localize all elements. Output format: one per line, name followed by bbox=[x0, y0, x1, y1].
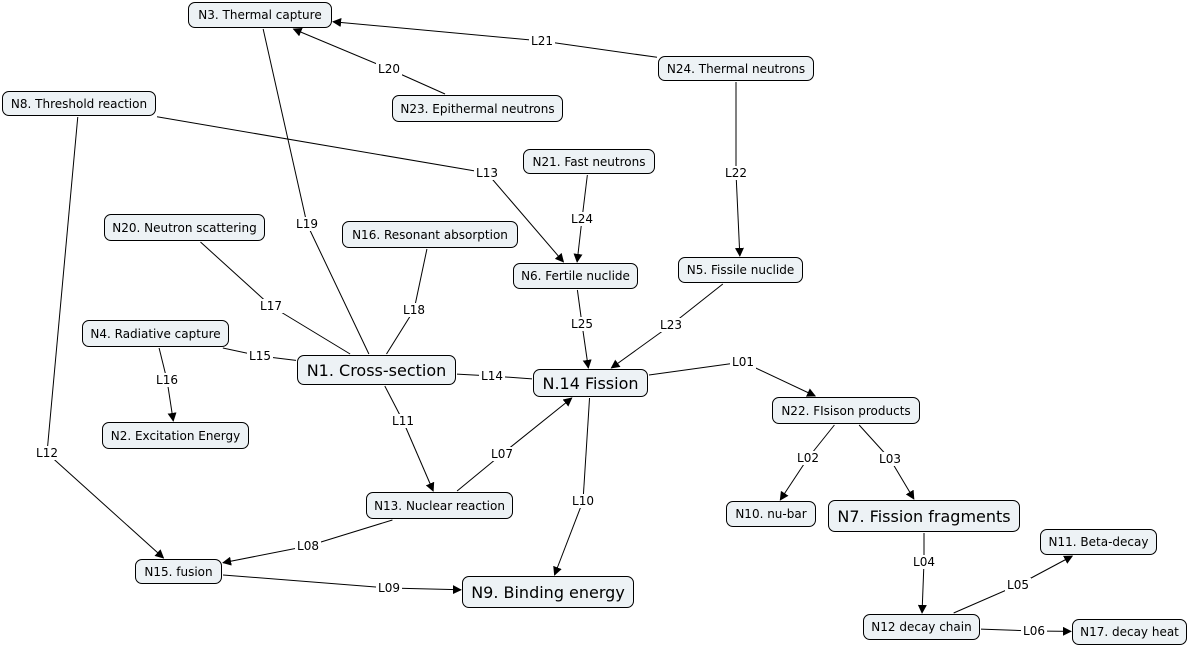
node-n11[interactable]: N11. Beta-decay bbox=[1040, 529, 1157, 555]
node-n23[interactable]: N23. Epithermal neutrons bbox=[392, 95, 563, 122]
node-n3[interactable]: N3. Thermal capture bbox=[188, 2, 332, 28]
node-n17[interactable]: N17. decay heat bbox=[1072, 619, 1187, 645]
link-label-l22[interactable]: L22 bbox=[723, 166, 749, 180]
link-label-l14[interactable]: L14 bbox=[479, 369, 505, 383]
link-l17-tail bbox=[200, 241, 272, 307]
link-label-l01[interactable]: L01 bbox=[730, 355, 756, 369]
node-n22[interactable]: N22. FIsison products bbox=[772, 397, 920, 424]
link-l07-head-arrow bbox=[501, 397, 573, 455]
link-l18-head bbox=[386, 309, 415, 355]
node-n10[interactable]: N10. nu-bar bbox=[726, 501, 816, 527]
node-n20[interactable]: N20. Neutron scattering bbox=[104, 214, 265, 241]
link-label-l23[interactable]: L23 bbox=[658, 318, 684, 332]
link-l21-head-arrow bbox=[332, 17, 543, 42]
link-label-l08[interactable]: L08 bbox=[295, 539, 321, 553]
link-l12-head-arrow bbox=[46, 452, 165, 559]
link-l13-head-arrow bbox=[486, 172, 565, 263]
link-label-l09[interactable]: L09 bbox=[376, 581, 402, 595]
link-label-l12[interactable]: L12 bbox=[34, 446, 60, 460]
link-l02-head-arrow bbox=[779, 457, 809, 501]
node-n9[interactable]: N9. Binding energy bbox=[462, 576, 634, 608]
link-l22-head-arrow bbox=[734, 172, 744, 257]
link-label-l05[interactable]: L05 bbox=[1005, 578, 1031, 592]
link-label-l10[interactable]: L10 bbox=[570, 494, 596, 508]
link-label-l24[interactable]: L24 bbox=[569, 212, 595, 226]
node-n1[interactable]: N1. Cross-section bbox=[297, 355, 456, 385]
link-l08-head-arrow bbox=[222, 545, 309, 566]
node-n13[interactable]: N13. Nuclear reaction bbox=[366, 492, 513, 519]
link-label-l20[interactable]: L20 bbox=[376, 62, 402, 76]
node-n16[interactable]: N16. Resonant absorption bbox=[342, 221, 518, 248]
node-n8[interactable]: N8. Threshold reaction bbox=[2, 91, 156, 116]
link-label-l11[interactable]: L11 bbox=[390, 414, 416, 428]
link-label-l03[interactable]: L03 bbox=[877, 452, 903, 466]
node-n4[interactable]: N4. Radiative capture bbox=[82, 320, 229, 347]
node-n15[interactable]: N15. fusion bbox=[135, 559, 222, 584]
link-label-l06[interactable]: L06 bbox=[1021, 624, 1047, 638]
link-l09-tail bbox=[222, 574, 390, 589]
link-label-l25[interactable]: L25 bbox=[569, 317, 595, 331]
node-n24[interactable]: N24. Thermal neutrons bbox=[658, 56, 814, 81]
link-l19-tail bbox=[262, 28, 308, 225]
link-l21-tail bbox=[541, 40, 658, 58]
link-l24-tail bbox=[581, 174, 588, 220]
node-n21[interactable]: N21. Fast neutrons bbox=[523, 149, 655, 174]
link-l19-head bbox=[306, 223, 370, 355]
link-l01-tail bbox=[648, 361, 744, 376]
link-label-l02[interactable]: L02 bbox=[795, 451, 821, 465]
link-l13-tail bbox=[156, 116, 488, 174]
node-n5[interactable]: N5. Fissile nuclide bbox=[678, 257, 803, 283]
link-l20-head-arrow bbox=[292, 27, 390, 70]
link-label-l13[interactable]: L13 bbox=[474, 166, 500, 180]
link-l17-head bbox=[270, 305, 351, 355]
node-n12[interactable]: N12 decay chain bbox=[863, 614, 980, 640]
link-l08-tail bbox=[307, 519, 393, 547]
node-n7[interactable]: N7. Fission fragments bbox=[828, 500, 1020, 532]
link-l24-head-arrow bbox=[573, 218, 583, 263]
link-l23-head-arrow bbox=[610, 324, 672, 369]
link-label-l21[interactable]: L21 bbox=[529, 34, 555, 48]
link-label-l07[interactable]: L07 bbox=[489, 447, 515, 461]
link-l10-head-arrow bbox=[553, 500, 584, 576]
node-n2[interactable]: N2. Excitation Energy bbox=[102, 422, 249, 449]
link-label-l17[interactable]: L17 bbox=[258, 299, 284, 313]
link-l10-tail bbox=[582, 397, 591, 502]
link-label-l16[interactable]: L16 bbox=[154, 373, 180, 387]
link-l18-tail bbox=[413, 248, 428, 311]
link-l11-head-arrow bbox=[402, 420, 435, 492]
link-label-l15[interactable]: L15 bbox=[247, 349, 273, 363]
link-label-l04[interactable]: L04 bbox=[911, 555, 937, 569]
link-label-l18[interactable]: L18 bbox=[401, 303, 427, 317]
link-l25-head-arrow bbox=[581, 323, 592, 369]
node-n14[interactable]: N.14 Fission bbox=[533, 369, 648, 397]
node-n6[interactable]: N6. Fertile nuclide bbox=[513, 263, 638, 289]
link-l12-tail bbox=[46, 116, 79, 454]
link-l04-head-arrow bbox=[917, 561, 927, 614]
link-label-l19[interactable]: L19 bbox=[294, 217, 320, 231]
